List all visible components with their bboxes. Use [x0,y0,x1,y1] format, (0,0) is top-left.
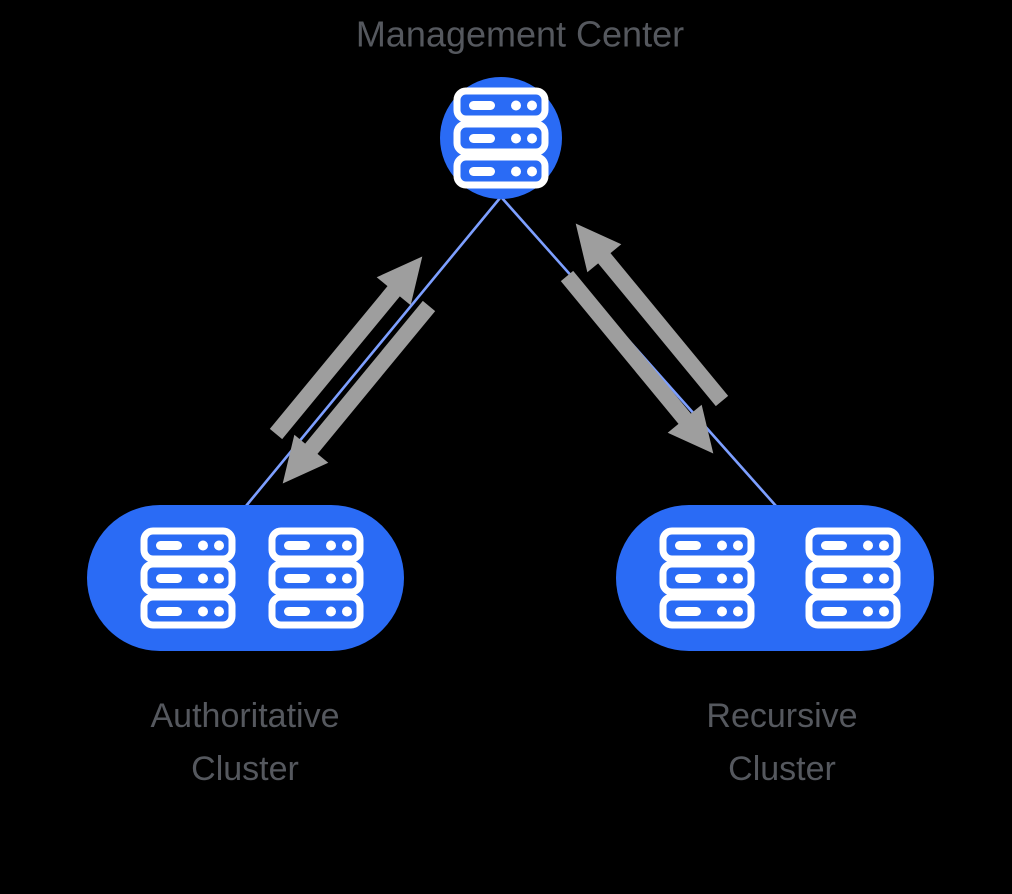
node-authoritative-cluster[interactable] [87,505,404,651]
authoritative-cluster-label-line1: Authoritative [151,697,340,735]
arrow-authoritative-down [265,292,446,498]
recursive-cluster-label-line1: Recursive [706,697,857,735]
management-center-label: Management Center [356,14,684,55]
node-recursive-cluster[interactable] [616,505,934,651]
authoritative-cluster-shape[interactable] [87,505,404,651]
arrow-authoritative-up [259,242,440,448]
connector-line-authoritative [244,196,502,508]
recursive-cluster-label-line2: Cluster [728,750,836,788]
authoritative-cluster-label-line2: Cluster [191,750,299,788]
node-management-center[interactable] [440,77,562,199]
